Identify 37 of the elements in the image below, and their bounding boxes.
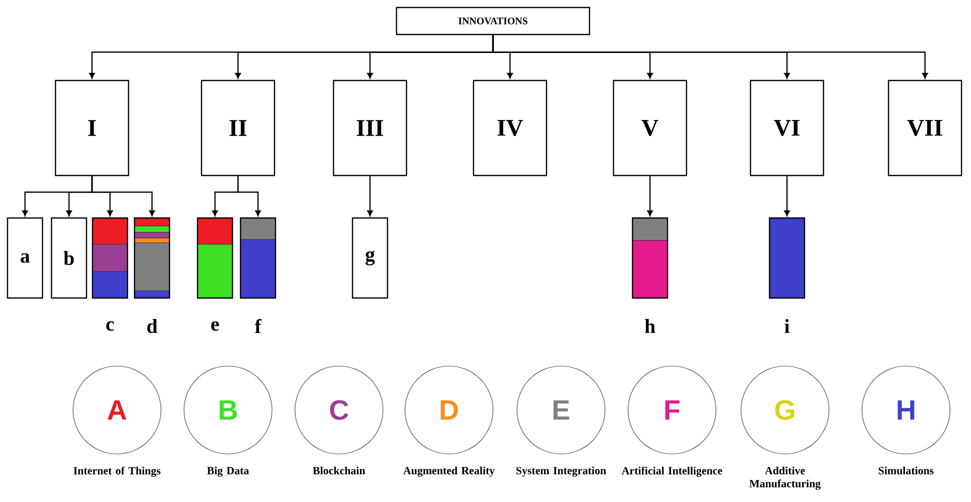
stacked-bar xyxy=(768,217,806,299)
letter-box: g xyxy=(352,217,388,299)
category-box: V xyxy=(612,80,688,176)
stacked-bar xyxy=(632,217,668,299)
arrow xyxy=(367,176,373,216)
circle-caption: Artificial Intelligence xyxy=(622,466,722,477)
bar-label: i xyxy=(784,319,790,333)
circle-caption: Blockchain xyxy=(312,466,366,474)
category-box: III xyxy=(332,80,408,176)
circle-caption: Additive Manufacturing xyxy=(749,466,821,490)
category-box: II xyxy=(200,80,276,176)
stacked-bar xyxy=(134,217,170,299)
category-box: VI xyxy=(750,80,824,176)
category-box: I xyxy=(54,80,130,176)
title-box: INNOVATIONS xyxy=(396,6,590,36)
stacked-bar xyxy=(196,217,234,299)
category-box: IV xyxy=(472,80,548,176)
arrow xyxy=(237,176,261,216)
letter-box: b xyxy=(50,217,88,299)
arrow xyxy=(91,176,155,216)
arrow xyxy=(784,176,790,216)
bar-label: e xyxy=(211,321,219,331)
circle-caption: Augmented Reality xyxy=(403,466,495,477)
circle-caption: System Integration xyxy=(516,466,606,477)
circle-caption: Simulations xyxy=(878,466,934,474)
circle-caption: Big Data xyxy=(207,466,249,477)
bar-label: c xyxy=(106,321,114,331)
letter-box: a xyxy=(6,217,44,299)
category-box: VII xyxy=(888,80,962,176)
arrow xyxy=(647,176,653,216)
bar-label: h xyxy=(644,319,656,333)
stacked-bar xyxy=(92,217,128,299)
bar-label: f xyxy=(254,318,262,334)
bar-label: d xyxy=(147,318,158,334)
arrow xyxy=(492,35,928,79)
stacked-bar xyxy=(240,217,276,299)
circle-caption: Internet of Things xyxy=(74,466,160,477)
